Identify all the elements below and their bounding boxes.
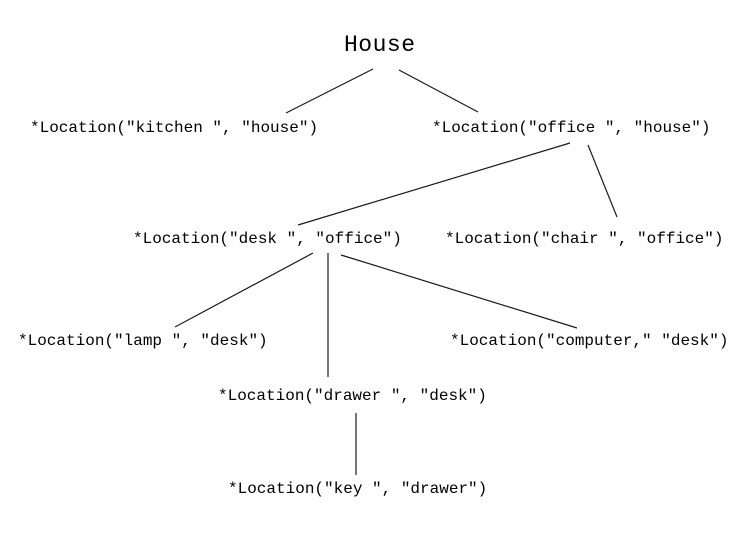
edge-office-chair <box>587 144 618 218</box>
node-computer: *Location("computer," "desk") <box>450 332 729 350</box>
node-kitchen: *Location("kitchen ", "house") <box>30 119 319 137</box>
node-office: *Location("office ", "house") <box>432 119 711 137</box>
edge-house-office <box>398 69 479 113</box>
node-desk: *Location("desk ", "office") <box>133 230 402 248</box>
node-lamp: *Location("lamp ", "desk") <box>18 332 268 350</box>
edge-house-kitchen <box>285 68 374 114</box>
root-node-house: House <box>344 32 416 58</box>
edge-office-desk <box>297 142 571 226</box>
edge-desk-lamp <box>174 252 314 328</box>
node-chair: *Location("chair ", "office") <box>445 230 724 248</box>
node-key: *Location("key ", "drawer") <box>228 480 488 498</box>
node-drawer: *Location("drawer ", "desk") <box>218 387 487 405</box>
edge-desk-computer <box>340 254 578 329</box>
